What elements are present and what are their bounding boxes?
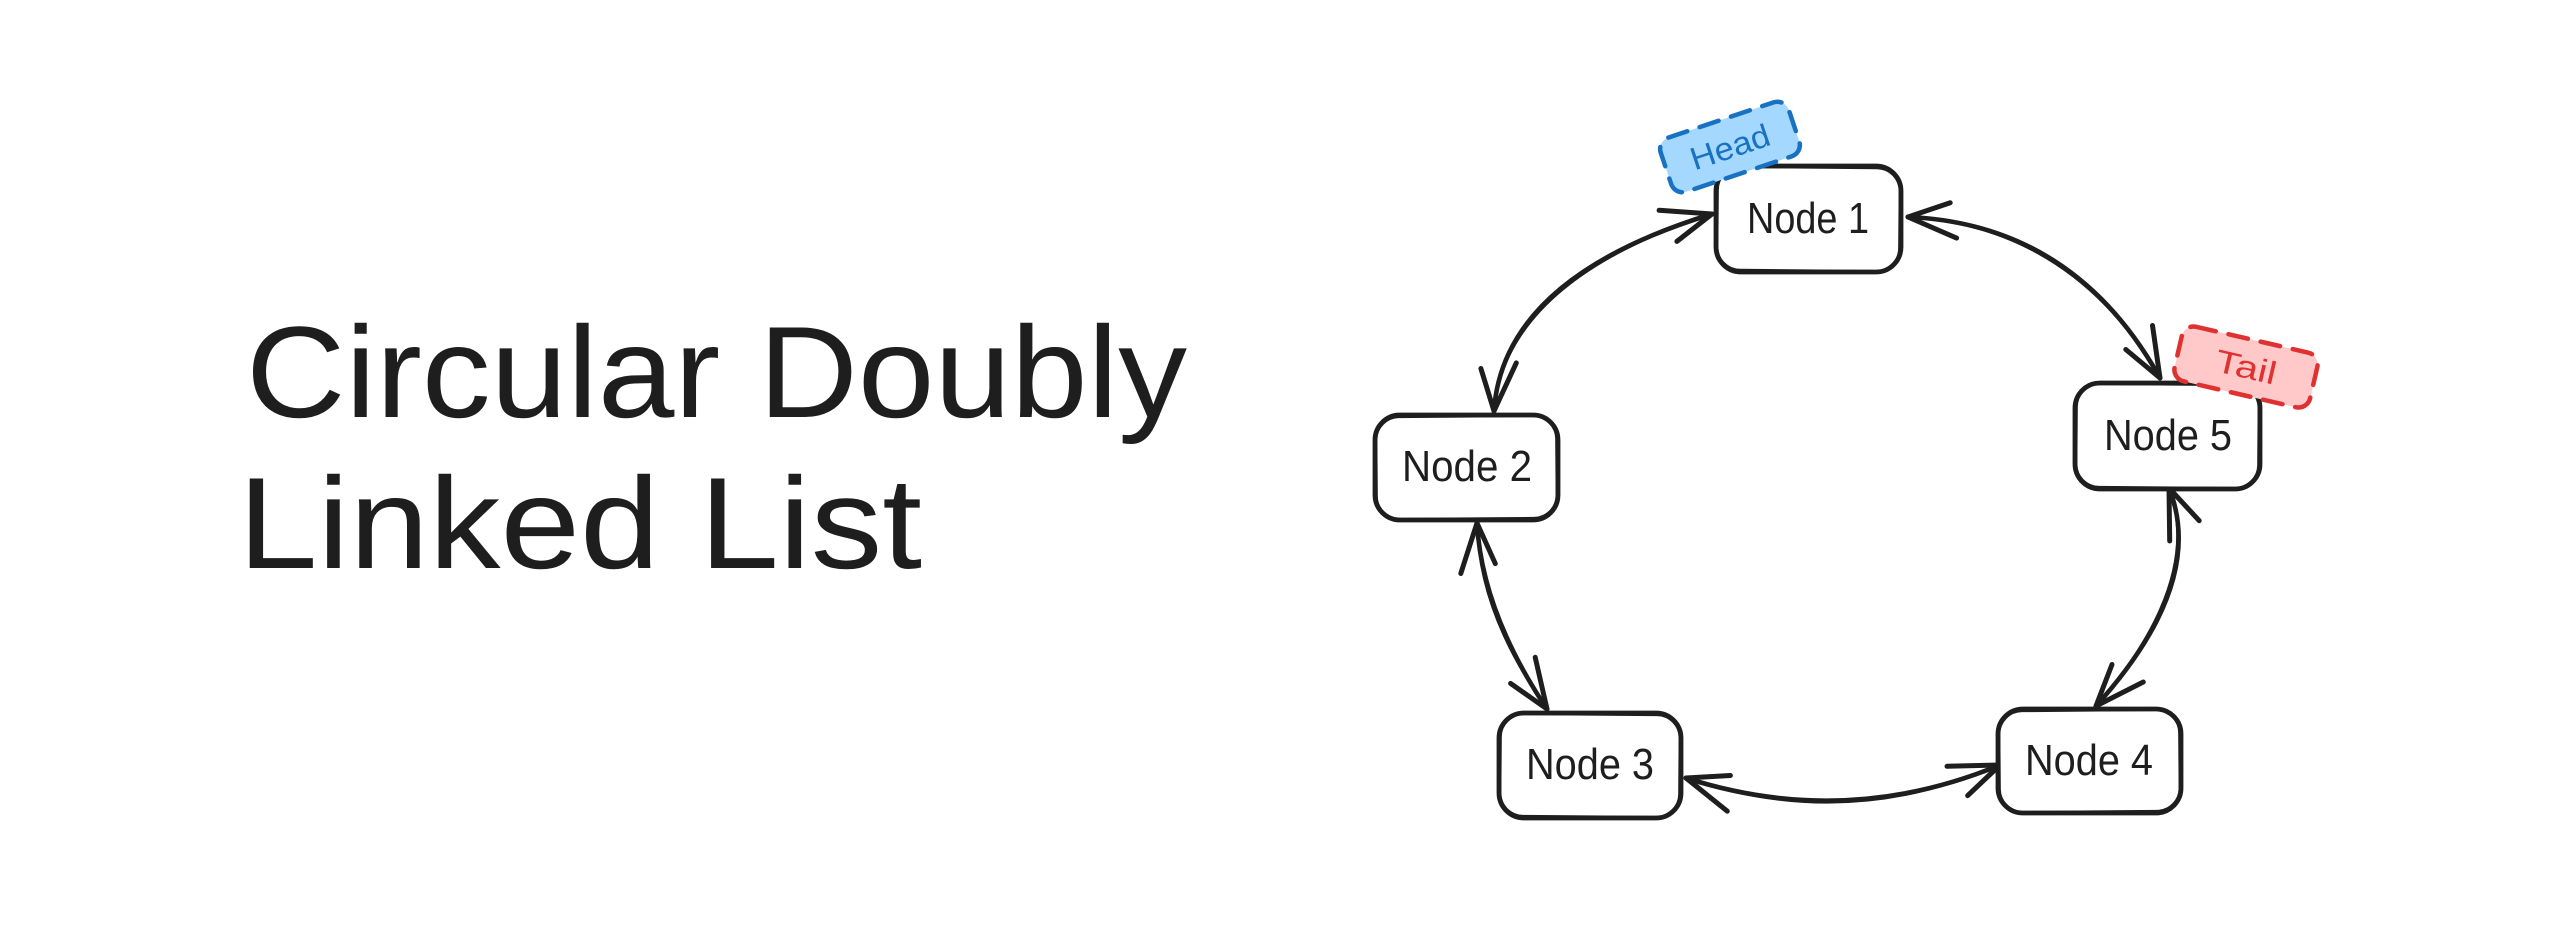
svg-text:Circular Doubly: Circular Doubly: [246, 299, 1187, 445]
svg-text:Node 1: Node 1: [1747, 194, 1869, 243]
svg-text:Linked List: Linked List: [238, 450, 922, 596]
svg-text:Node 5: Node 5: [2104, 411, 2232, 460]
svg-text:Node 3: Node 3: [1526, 740, 1654, 789]
svg-text:Node 2: Node 2: [1402, 442, 1532, 491]
svg-text:Node 4: Node 4: [2025, 736, 2153, 785]
